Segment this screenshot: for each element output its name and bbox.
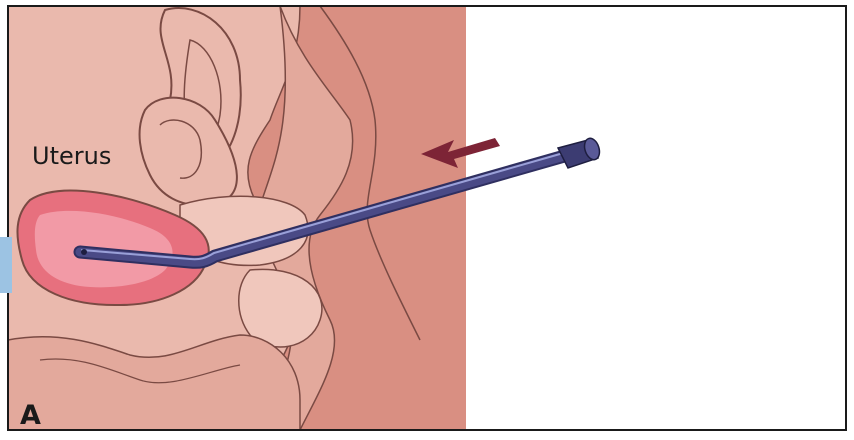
uterus-label: Uterus xyxy=(32,142,111,170)
cannula-hub xyxy=(558,136,602,168)
side-marker xyxy=(0,237,12,293)
cannula-tip xyxy=(81,249,87,255)
panel-letter: A xyxy=(20,400,41,431)
